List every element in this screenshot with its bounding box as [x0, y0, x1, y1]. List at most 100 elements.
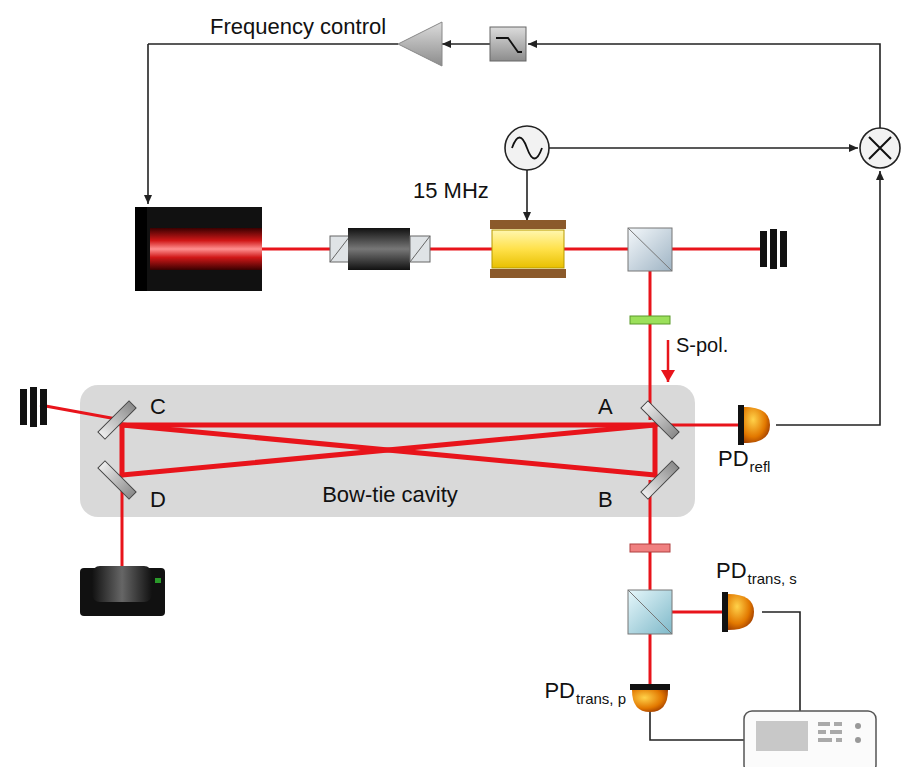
drawing-part — [628, 590, 672, 634]
drawing-part — [649, 249, 652, 420]
laser — [135, 207, 262, 291]
detector-subscript: trans, s — [748, 571, 797, 586]
beam-splitter — [628, 228, 672, 271]
drawing-part — [528, 44, 880, 128]
mirror-letter: D — [150, 489, 166, 511]
oscillator — [505, 126, 549, 170]
drawing-part — [92, 566, 152, 602]
drawing-part — [744, 711, 876, 767]
drawing-part — [120, 425, 125, 475]
drawing-part — [330, 236, 350, 262]
photodiode — [630, 684, 670, 712]
drawing-part — [410, 236, 430, 262]
drawing-part — [869, 137, 891, 159]
drawing-part — [150, 228, 262, 270]
drawing-part — [147, 44, 149, 204]
cavity-label: Bow-tie cavity — [322, 484, 458, 506]
drawing-part — [330, 236, 350, 262]
drawing-part — [40, 389, 47, 425]
detector-subscript: refl — [750, 459, 771, 474]
drawing-part — [630, 684, 670, 690]
waveplate — [630, 544, 670, 552]
drawing-part — [526, 170, 528, 221]
drawing-part — [492, 230, 564, 268]
cavity-ground — [80, 385, 695, 517]
polarization-label: S-pol. — [676, 335, 728, 355]
drawing-part — [490, 269, 566, 278]
drawing-part — [728, 594, 754, 630]
drawing-part — [348, 228, 410, 270]
drawing-part — [818, 730, 826, 734]
eom — [490, 220, 566, 278]
cavity-beam — [122, 425, 655, 475]
drawing-part — [30, 387, 37, 427]
drawing-part — [649, 480, 652, 690]
drawing-part — [756, 721, 808, 751]
drawing-part — [122, 425, 655, 475]
drawing-part — [760, 231, 767, 267]
drawing-part — [762, 612, 800, 711]
drawing-part — [155, 578, 161, 583]
drawing-part — [512, 138, 542, 159]
drawing-part — [744, 407, 770, 443]
drawing-part — [776, 171, 880, 425]
detector-label: PD — [716, 560, 747, 582]
drawing-part — [632, 690, 668, 712]
detector-label: PD — [718, 448, 749, 470]
mixer — [860, 128, 900, 168]
drawing-part — [818, 722, 830, 726]
mirror-letter: B — [598, 489, 613, 511]
frequency-label: 15 MHz — [413, 180, 489, 202]
drawing-part — [98, 401, 136, 439]
drawing-part — [641, 401, 679, 439]
drawing-part — [135, 207, 147, 291]
amplifier — [398, 22, 442, 66]
mirror-letter: C — [150, 396, 166, 418]
drawing-part — [834, 722, 842, 726]
drawing-part — [628, 228, 672, 271]
drawing-part — [410, 236, 430, 262]
drawing-part — [780, 231, 787, 267]
drawing-part — [628, 590, 672, 634]
drawing-part — [836, 738, 842, 742]
drawing-part — [628, 228, 672, 271]
control-wires — [148, 44, 880, 740]
laser-beam — [40, 249, 760, 690]
oscilloscope — [744, 711, 876, 767]
drawing-part — [770, 229, 777, 269]
drawing-part — [135, 207, 262, 291]
waveplate — [630, 316, 670, 324]
lowpass-filter — [490, 27, 526, 61]
drawing-part — [738, 405, 744, 445]
detector-label: PD — [544, 680, 575, 702]
photodiode — [738, 405, 770, 445]
drawing-part — [98, 461, 136, 499]
drawing-part — [496, 38, 522, 52]
drawing-part — [442, 43, 490, 45]
drawing-part — [20, 389, 27, 425]
drawing-part — [549, 147, 858, 149]
drawing-part — [855, 737, 861, 743]
drawing-part — [122, 425, 655, 475]
drawing-part — [490, 220, 566, 229]
optical-isolator — [330, 228, 430, 270]
photodiode — [722, 592, 754, 632]
mirror-letter: A — [598, 396, 613, 418]
drawing-part — [855, 723, 861, 729]
drawing-part — [148, 43, 398, 45]
drawing-part — [641, 461, 679, 499]
drawing-part — [722, 592, 728, 632]
drawing-part — [672, 611, 722, 614]
detector-subscript: trans, p — [576, 691, 626, 706]
drawing-part — [818, 738, 832, 742]
drawing-part — [653, 425, 658, 475]
drawing-part — [122, 423, 655, 428]
polarization-arrow — [667, 340, 670, 382]
camera — [80, 566, 165, 616]
beam-splitter — [628, 590, 672, 634]
drawing-part — [650, 708, 744, 740]
drawing-part — [830, 730, 842, 734]
signal-label: Frequency control — [210, 16, 386, 38]
beam-dump — [20, 387, 47, 427]
